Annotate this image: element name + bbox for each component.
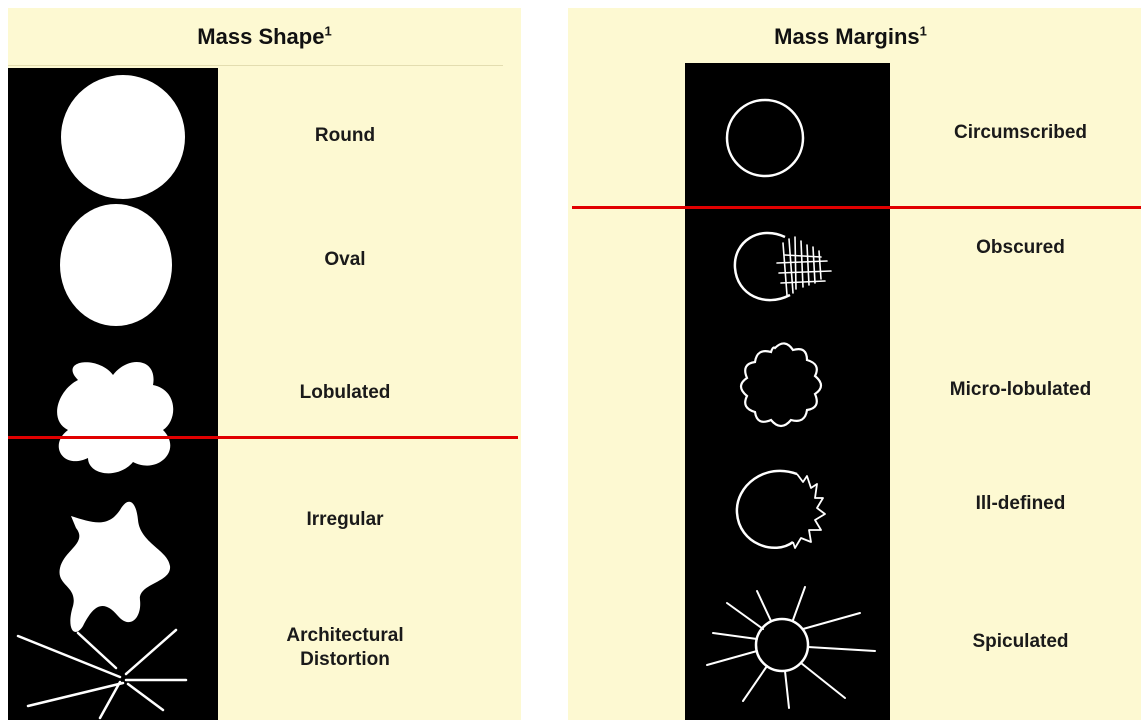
round-shape-icon	[8, 68, 218, 198]
round-label: Round	[240, 124, 450, 148]
mass-shape-title-rule	[8, 65, 503, 66]
architectural-distortion-label-line2: Distortion	[240, 648, 450, 672]
mass-shape-title-footnote: 1	[324, 24, 331, 39]
architectural-distortion-icon	[8, 598, 218, 718]
lobulated-label: Lobulated	[240, 381, 450, 405]
shape-divider-line	[8, 436, 518, 439]
circumscribed-margin-icon	[685, 63, 890, 193]
mass-margins-panel: Mass Margins1	[568, 8, 1141, 720]
oval-label: Oval	[240, 248, 450, 272]
margin-divider-line	[572, 206, 1141, 209]
mass-margins-title-text: Mass Margins	[774, 24, 920, 49]
micro-lobulated-label: Micro-lobulated	[903, 378, 1138, 402]
obscured-label: Obscured	[903, 236, 1138, 260]
irregular-label: Irregular	[240, 508, 450, 532]
mass-margins-title: Mass Margins1	[560, 24, 1141, 50]
ill-defined-label: Ill-defined	[903, 492, 1138, 516]
mass-margins-image-strip	[685, 63, 890, 720]
mass-shape-title-text: Mass Shape	[197, 24, 324, 49]
mass-shape-title: Mass Shape1	[8, 24, 521, 50]
lobulated-shape-icon	[8, 350, 218, 480]
micro-lobulated-margin-icon	[685, 328, 890, 438]
oval-shape-icon	[8, 203, 218, 333]
spiculated-label: Spiculated	[903, 630, 1138, 654]
mass-shape-panel: Mass Shape1	[8, 8, 521, 720]
ill-defined-margin-icon	[685, 458, 890, 568]
circumscribed-label: Circumscribed	[903, 121, 1138, 145]
architectural-distortion-label-line1: Architectural	[240, 624, 450, 648]
mass-margins-title-footnote: 1	[920, 24, 927, 39]
obscured-margin-icon	[685, 213, 890, 313]
architectural-distortion-label: Architectural Distortion	[240, 624, 450, 672]
mass-shape-image-strip	[8, 68, 218, 720]
spiculated-margin-icon	[685, 573, 890, 713]
